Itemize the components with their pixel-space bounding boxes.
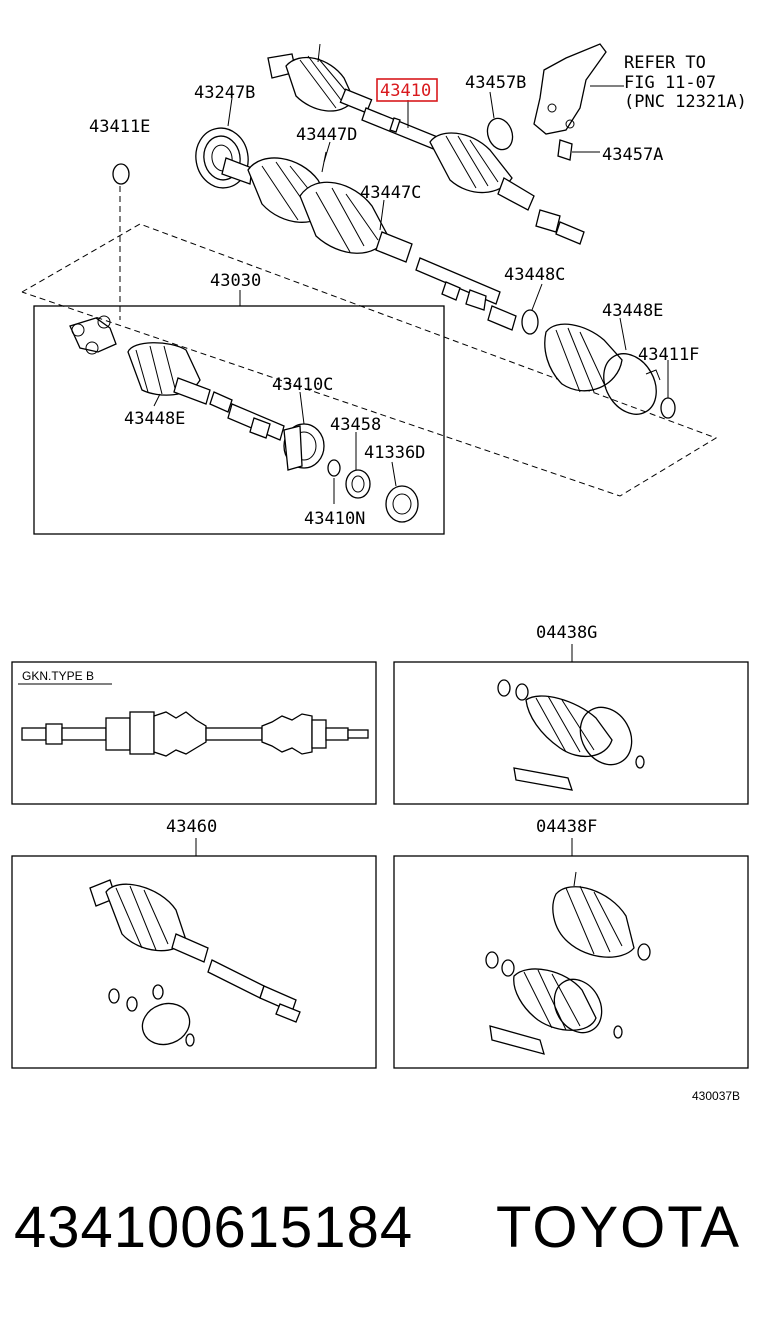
callout-41336D: 41336D [364,443,425,463]
boot-kit-04438F [485,871,651,1055]
boot-kit-04438G [497,679,645,791]
panel-04438G [393,661,749,805]
callout-43411E: 43411E [89,117,150,137]
parts-diagram: 43247B 43410 43457B 43411E 43447D 43457A… [11,43,749,1103]
footer: 434100615184 TOYOTA [0,1190,760,1290]
callout-43457A: 43457A [602,145,663,165]
leader-lines [153,85,669,504]
callout-43030: 43030 [210,271,261,291]
snap-ring-43457B [486,117,514,151]
gkn-label: GKN.TYPE B [22,669,94,683]
snap-ring-43411E [112,163,130,185]
callout-43448E-right: 43448E [602,301,663,321]
panel-43460 [11,855,377,1069]
brand-name: TOYOTA [496,1195,742,1260]
callout-43458: 43458 [330,415,381,435]
callout-43447D: 43447D [296,125,357,145]
panel-04438F [393,855,749,1069]
dashed-envelope [21,223,718,497]
refer-note-line3: (PNC 12321A) [624,92,747,112]
part-number: 434100615184 [14,1195,414,1260]
callout-43448C: 43448C [504,265,565,285]
shaft-assembly-upper [267,43,585,245]
callout-43460: 43460 [166,817,217,837]
gkn-shaft [21,711,369,757]
callout-43411F: 43411F [638,345,699,365]
highlight-box-43410 [376,78,438,102]
box-43030 [33,305,445,535]
refer-note-line1: REFER TO [624,53,706,73]
callout-04438G: 04438G [536,623,597,643]
callout-43410C: 43410C [272,375,333,395]
callout-43457B: 43457B [465,73,526,93]
bracket [533,43,607,161]
callout-43410: 43410 [380,81,431,101]
callout-43247B: 43247B [194,83,255,103]
inner-joint-kit [69,315,419,523]
panel-gkn-type-b [11,661,377,805]
callout-43448E-left: 43448E [124,409,185,429]
refer-note-line2: FIG 11-07 [624,73,716,93]
shaft-43460 [89,879,301,1047]
shaft-exploded-middle [195,127,676,419]
figure-code: 430037B [692,1089,740,1103]
callout-43410N: 43410N [304,509,365,529]
callout-43447C: 43447C [360,183,421,203]
callout-04438F: 04438F [536,817,597,837]
